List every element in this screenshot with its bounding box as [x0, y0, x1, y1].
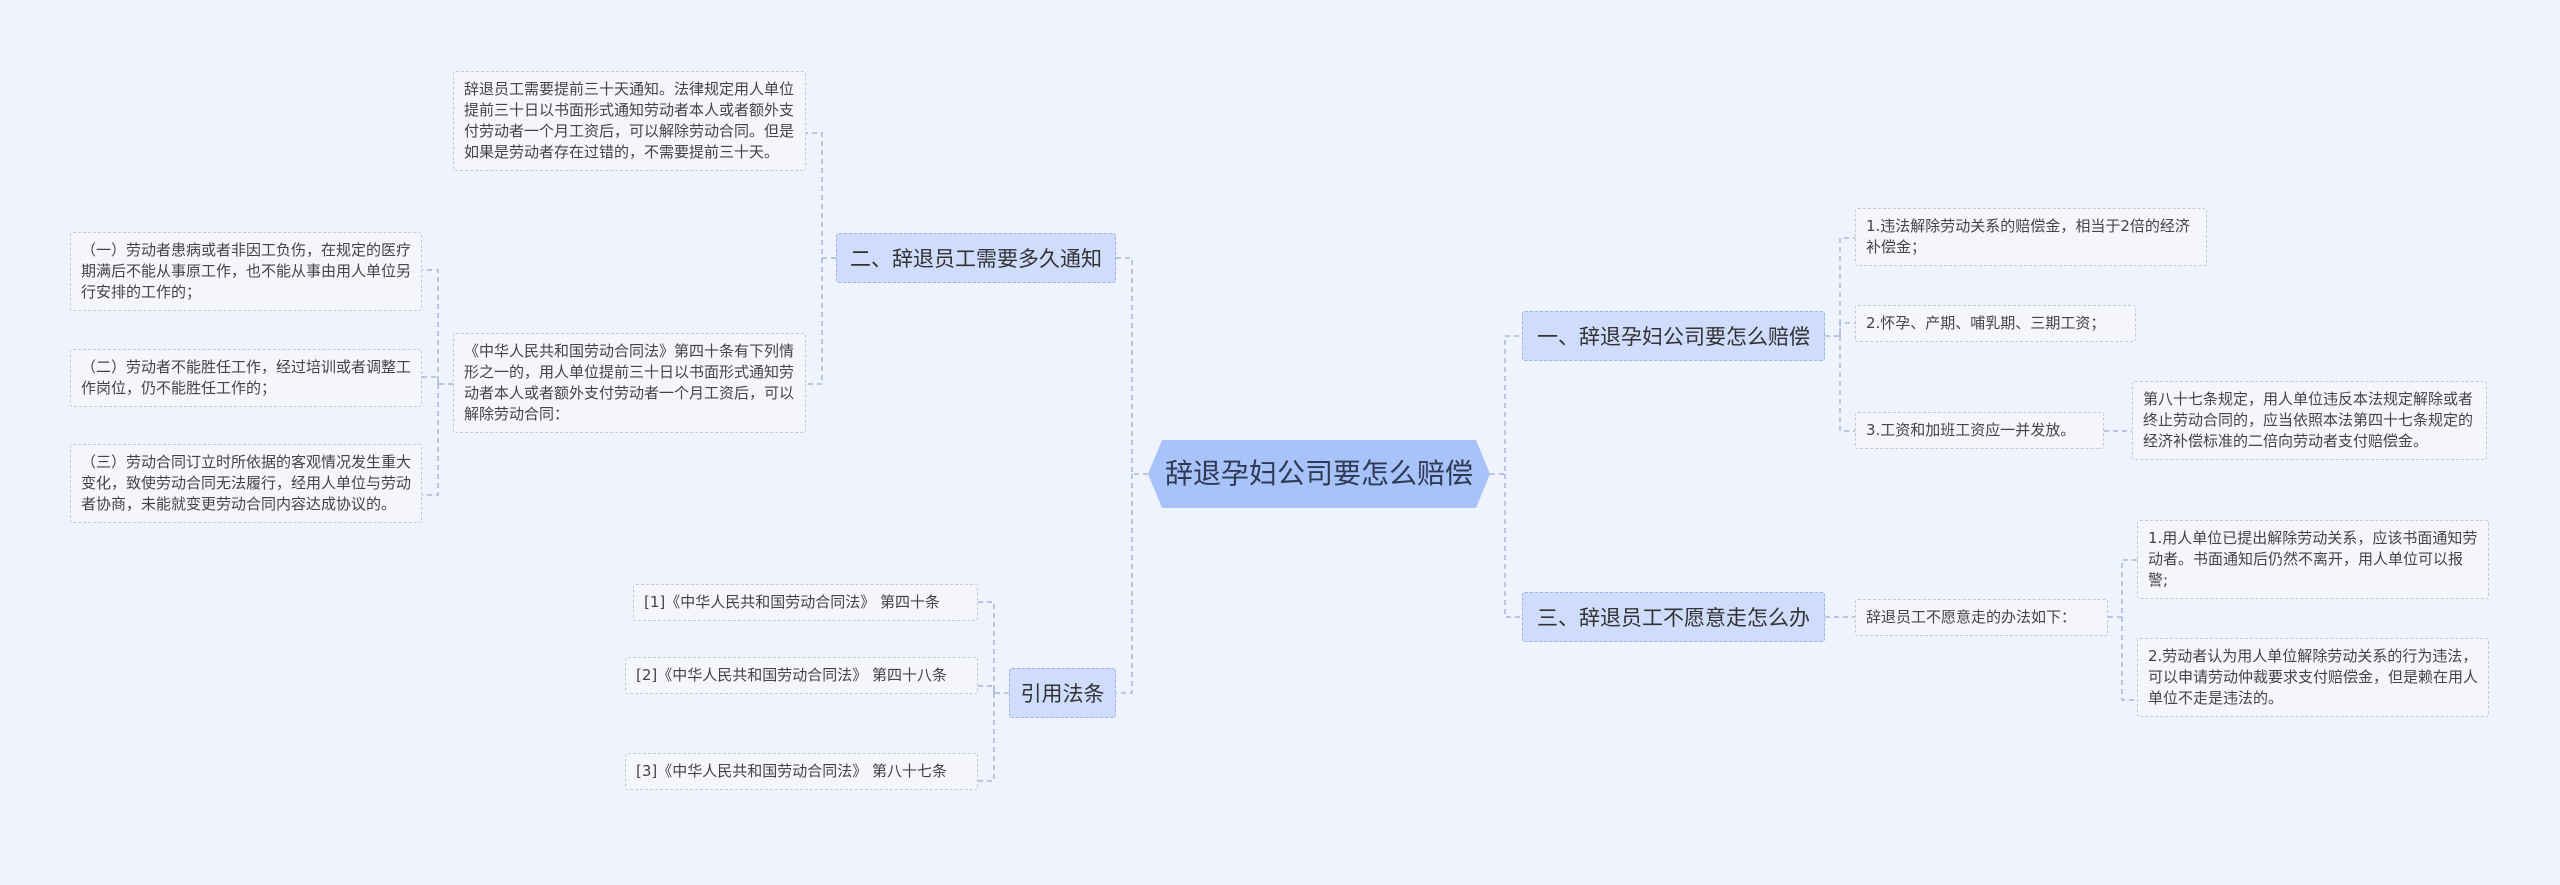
leaf-law-40[interactable]: [1]《中华人民共和国劳动合同法》 第四十条	[633, 584, 978, 621]
leaf-arbitration[interactable]: 2.劳动者认为用人单位解除劳动关系的行为违法，可以申请劳动仲裁要求支付赔偿金，但…	[2137, 638, 2489, 717]
branch-cited-laws[interactable]: 引用法条	[1009, 668, 1116, 718]
leaf-thirty-days[interactable]: 辞退员工需要提前三十天通知。法律规定用人单位提前三十日以书面形式通知劳动者本人或…	[453, 71, 806, 171]
branch-notice-period[interactable]: 二、辞退员工需要多久通知	[836, 233, 1116, 283]
leaf-article-87[interactable]: 第八十七条规定，用人单位违反本法规定解除或者终止劳动合同的，应当依照本法第四十七…	[2132, 381, 2487, 460]
leaf-case-illness[interactable]: （一）劳动者患病或者非因工负伤，在规定的医疗期满后不能从事原工作，也不能从事由用…	[70, 232, 422, 311]
leaf-refuse-intro[interactable]: 辞退员工不愿意走的办法如下：	[1855, 599, 2108, 636]
leaf-case-circumstance[interactable]: （三）劳动合同订立时所依据的客观情况发生重大变化，致使劳动合同无法履行，经用人单…	[70, 444, 422, 523]
leaf-written-notice[interactable]: 1.用人单位已提出解除劳动关系，应该书面通知劳动者。书面通知后仍然不离开，用人单…	[2137, 520, 2489, 599]
leaf-pregnancy-wages[interactable]: 2.怀孕、产期、哺乳期、三期工资；	[1855, 305, 2136, 342]
branch-refuse-to-leave[interactable]: 三、辞退员工不愿意走怎么办	[1522, 592, 1825, 642]
branch-compensation[interactable]: 一、辞退孕妇公司要怎么赔偿	[1522, 311, 1825, 361]
leaf-law-48[interactable]: [2]《中华人民共和国劳动合同法》 第四十八条	[625, 657, 978, 694]
leaf-wages-overtime[interactable]: 3.工资和加班工资应一并发放。	[1855, 412, 2104, 449]
leaf-case-incompetent[interactable]: （二）劳动者不能胜任工作，经过培训或者调整工作岗位，仍不能胜任工作的；	[70, 349, 422, 407]
leaf-article-40[interactable]: 《中华人民共和国劳动合同法》第四十条有下列情形之一的，用人单位提前三十日以书面形…	[453, 333, 806, 433]
leaf-law-87[interactable]: [3]《中华人民共和国劳动合同法》 第八十七条	[625, 753, 978, 790]
leaf-illegal-termination[interactable]: 1.违法解除劳动关系的赔偿金，相当于2倍的经济补偿金；	[1855, 208, 2207, 266]
root-topic[interactable]: 辞退孕妇公司要怎么赔偿	[1148, 440, 1490, 508]
